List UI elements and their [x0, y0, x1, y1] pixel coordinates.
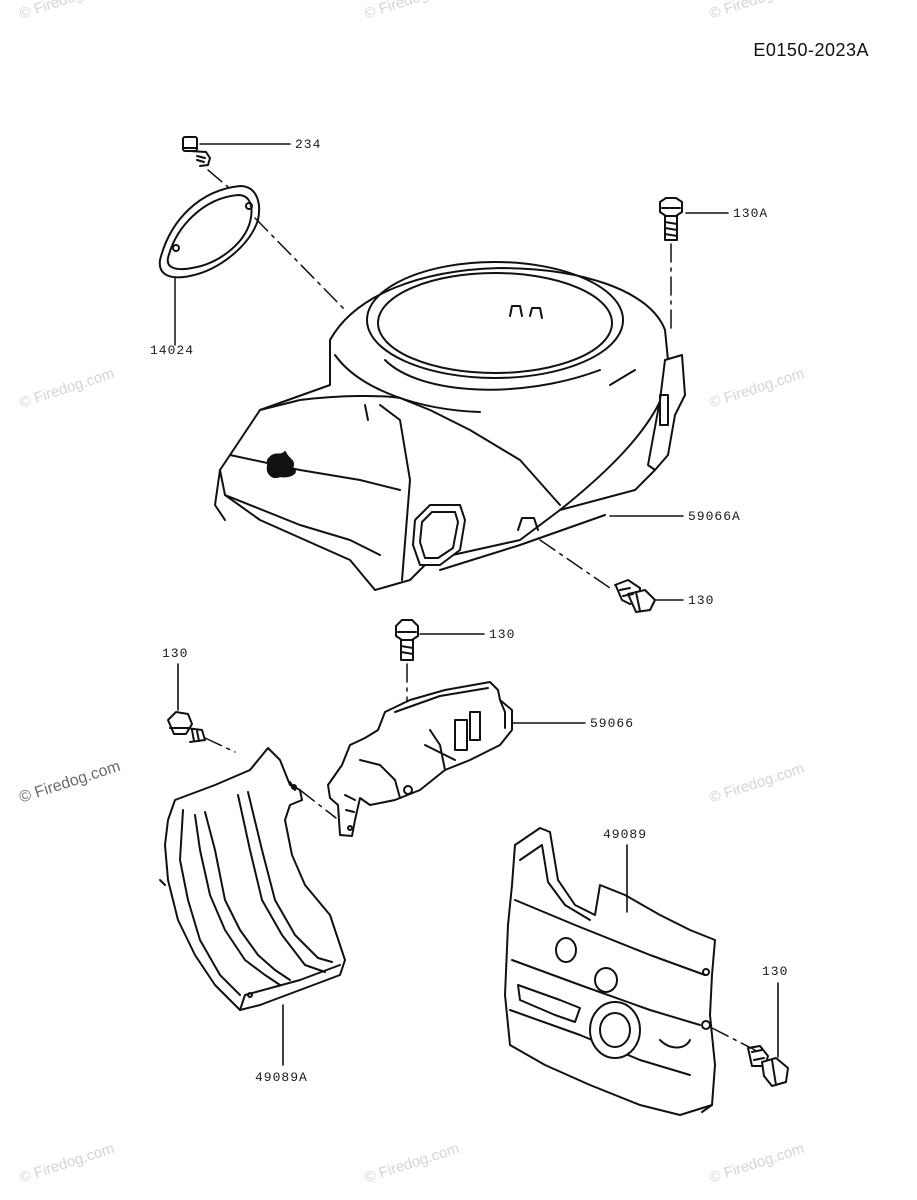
part-label-130: 130 [688, 593, 715, 608]
part-label-59066: 59066 [590, 716, 635, 731]
bolt-icon[interactable] [748, 1046, 788, 1086]
part-label-49089A: 49089A [255, 1070, 308, 1085]
fan-housing-icon[interactable] [215, 262, 685, 590]
bolt-icon[interactable] [168, 712, 205, 742]
part-label-130: 130 [162, 646, 189, 661]
bolt-icon[interactable] [660, 198, 682, 240]
bolt-icon[interactable] [615, 580, 655, 612]
bolt-icon[interactable] [183, 137, 210, 166]
part-label-130A: 130A [733, 206, 769, 221]
cylinder-cover-icon[interactable] [505, 828, 715, 1115]
cylinder-cover-icon[interactable] [160, 748, 345, 1010]
diagram-code: E0150-2023A [753, 40, 869, 60]
part-label-14024: 14024 [150, 343, 195, 358]
part-label-49089: 49089 [603, 827, 648, 842]
part-label-234: 234 [295, 137, 322, 152]
part-label-130: 130 [489, 627, 516, 642]
bolt-icon[interactable] [396, 620, 418, 660]
cover-icon[interactable] [160, 186, 259, 277]
bracket-icon[interactable] [328, 682, 512, 836]
part-label-130: 130 [762, 964, 789, 979]
part-label-59066A: 59066A [688, 509, 741, 524]
